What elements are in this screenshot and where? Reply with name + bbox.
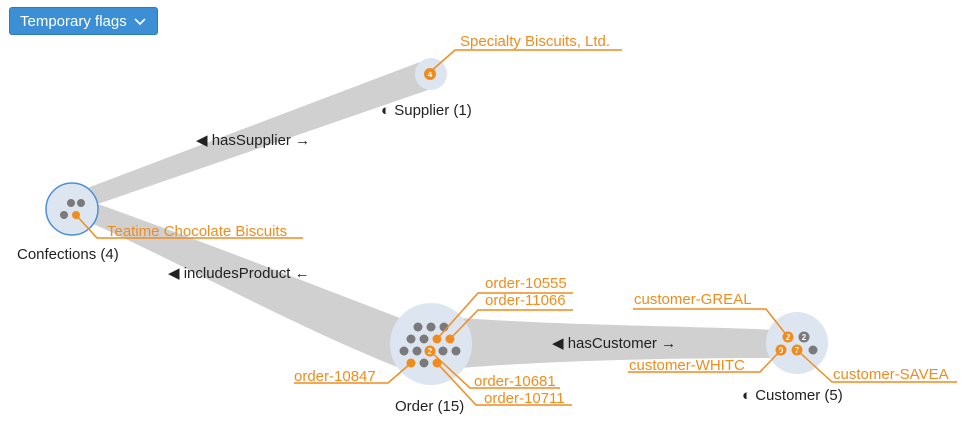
leader-customer-whitc <box>628 349 782 373</box>
temporary-flags-button[interactable]: Temporary flags <box>9 7 158 35</box>
node-customer[interactable]: 2 2 9 7 <box>766 312 828 374</box>
node-label-order: Order (15) <box>395 398 464 415</box>
item-order-10711[interactable]: order-10711 <box>484 390 565 407</box>
node-label-confections: Confections (4) <box>17 246 119 263</box>
leader-teatime <box>75 214 303 239</box>
node-label-supplier: ◐ Supplier (1) <box>381 102 472 119</box>
node-supplier[interactable]: 4 <box>415 58 447 90</box>
edge-label-includes-product[interactable]: ◀ includesProduct ← <box>168 265 310 282</box>
edge-band-includes-product[interactable] <box>80 202 410 372</box>
badge-supplier: 4 <box>428 70 433 79</box>
item-customer-greal[interactable]: customer-GREAL <box>634 291 752 308</box>
edge-label-has-customer[interactable]: ◀ hasCustomer → <box>552 335 676 352</box>
leader-order-10847 <box>294 362 412 384</box>
edge-band-has-supplier[interactable] <box>82 62 428 206</box>
leader-order-10711 <box>436 362 572 406</box>
edge-label-has-supplier[interactable]: ◀ hasSupplier → <box>196 132 310 149</box>
node-order[interactable]: 2 <box>390 303 472 385</box>
item-order-11066[interactable]: order-11066 <box>485 292 566 309</box>
badge-customer-a: 2 <box>786 333 791 342</box>
chevron-down-icon <box>134 18 146 26</box>
item-teatime[interactable]: Teatime Chocolate Biscuits <box>107 223 287 240</box>
item-customer-savea[interactable]: customer-SAVEA <box>833 366 949 383</box>
leader-customer-greal <box>633 308 789 338</box>
node-confections[interactable] <box>45 182 99 236</box>
leader-order-10681 <box>429 350 560 389</box>
item-specialty-biscuits[interactable]: Specialty Biscuits, Ltd. <box>460 33 610 50</box>
leader-order-11066 <box>449 309 573 340</box>
item-order-10847[interactable]: order-10847 <box>294 368 376 385</box>
item-order-10555[interactable]: order-10555 <box>485 275 567 292</box>
item-order-10681[interactable]: order-10681 <box>474 373 556 390</box>
leader-customer-savea <box>796 349 957 383</box>
temporary-flags-label: Temporary flags <box>20 12 127 30</box>
node-label-customer: ◐ Customer (5) <box>742 387 843 404</box>
badge-customer-b: 2 <box>802 333 807 342</box>
leader-specialty-biscuits <box>429 49 622 73</box>
item-customer-whitc[interactable]: customer-WHITC <box>629 357 745 374</box>
edge-band-has-customer[interactable] <box>460 318 780 368</box>
leader-order-10555 <box>436 292 573 340</box>
